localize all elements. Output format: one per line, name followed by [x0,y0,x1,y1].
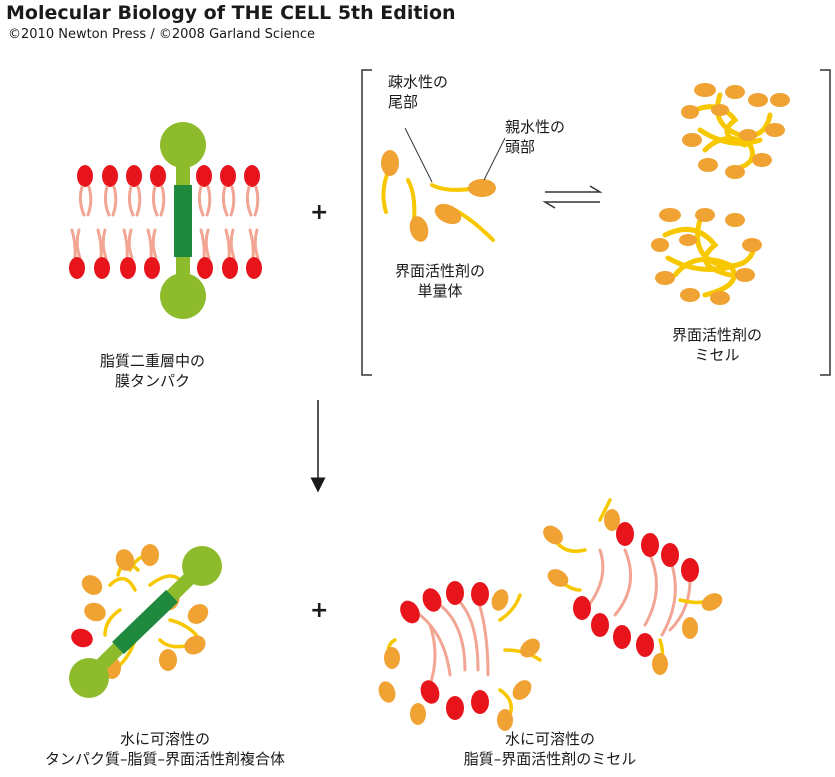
bilayer-top-tails [78,185,260,217]
lipid-detergent-micelle-left [378,581,542,731]
lipid-bilayer-with-protein [69,122,262,319]
bracket-left [361,69,372,376]
label-hydrophilic-head: 親水性の頭部 [505,118,566,156]
copyright-credit: ©2010 Newton Press / ©2008 Garland Scien… [8,27,316,42]
solubilized-membrane-protein [69,546,222,698]
bilayer-bottom-heads [69,257,262,279]
label-detergent-micelle: 界面活性剤のミセル [672,326,763,364]
bilayer-bottom-tails [70,228,260,260]
label-protein-complex: 水に可溶性のタンパク質–脂質–界面活性剤複合体 [44,730,285,768]
label-lipid-micelle: 水に可溶性の脂質–界面活性剤のミセル [463,730,637,768]
equilibrium-arrows [542,185,603,209]
label-membrane-protein: 脂質二重層中の膜タンパク [100,352,206,390]
figure-title: Molecular Biology of THE CELL 5th Editio… [6,2,456,24]
bilayer-top-heads [77,165,260,187]
plus-sign-bottom: + [310,598,329,623]
detergent-micelle-upper [681,83,790,179]
detergent-monomers [381,127,506,242]
membrane-protein [160,122,206,319]
plus-sign-top: + [310,200,329,225]
label-hydrophobic-tail: 疎水性の尾部 [388,73,449,111]
lipid-detergent-micelle-right [543,498,723,675]
protein-detergent-complex [69,544,222,698]
detergent-micelle-lower [651,208,762,305]
bracket-right [820,69,831,376]
label-detergent-monomer: 界面活性剤の単量体 [395,262,486,300]
